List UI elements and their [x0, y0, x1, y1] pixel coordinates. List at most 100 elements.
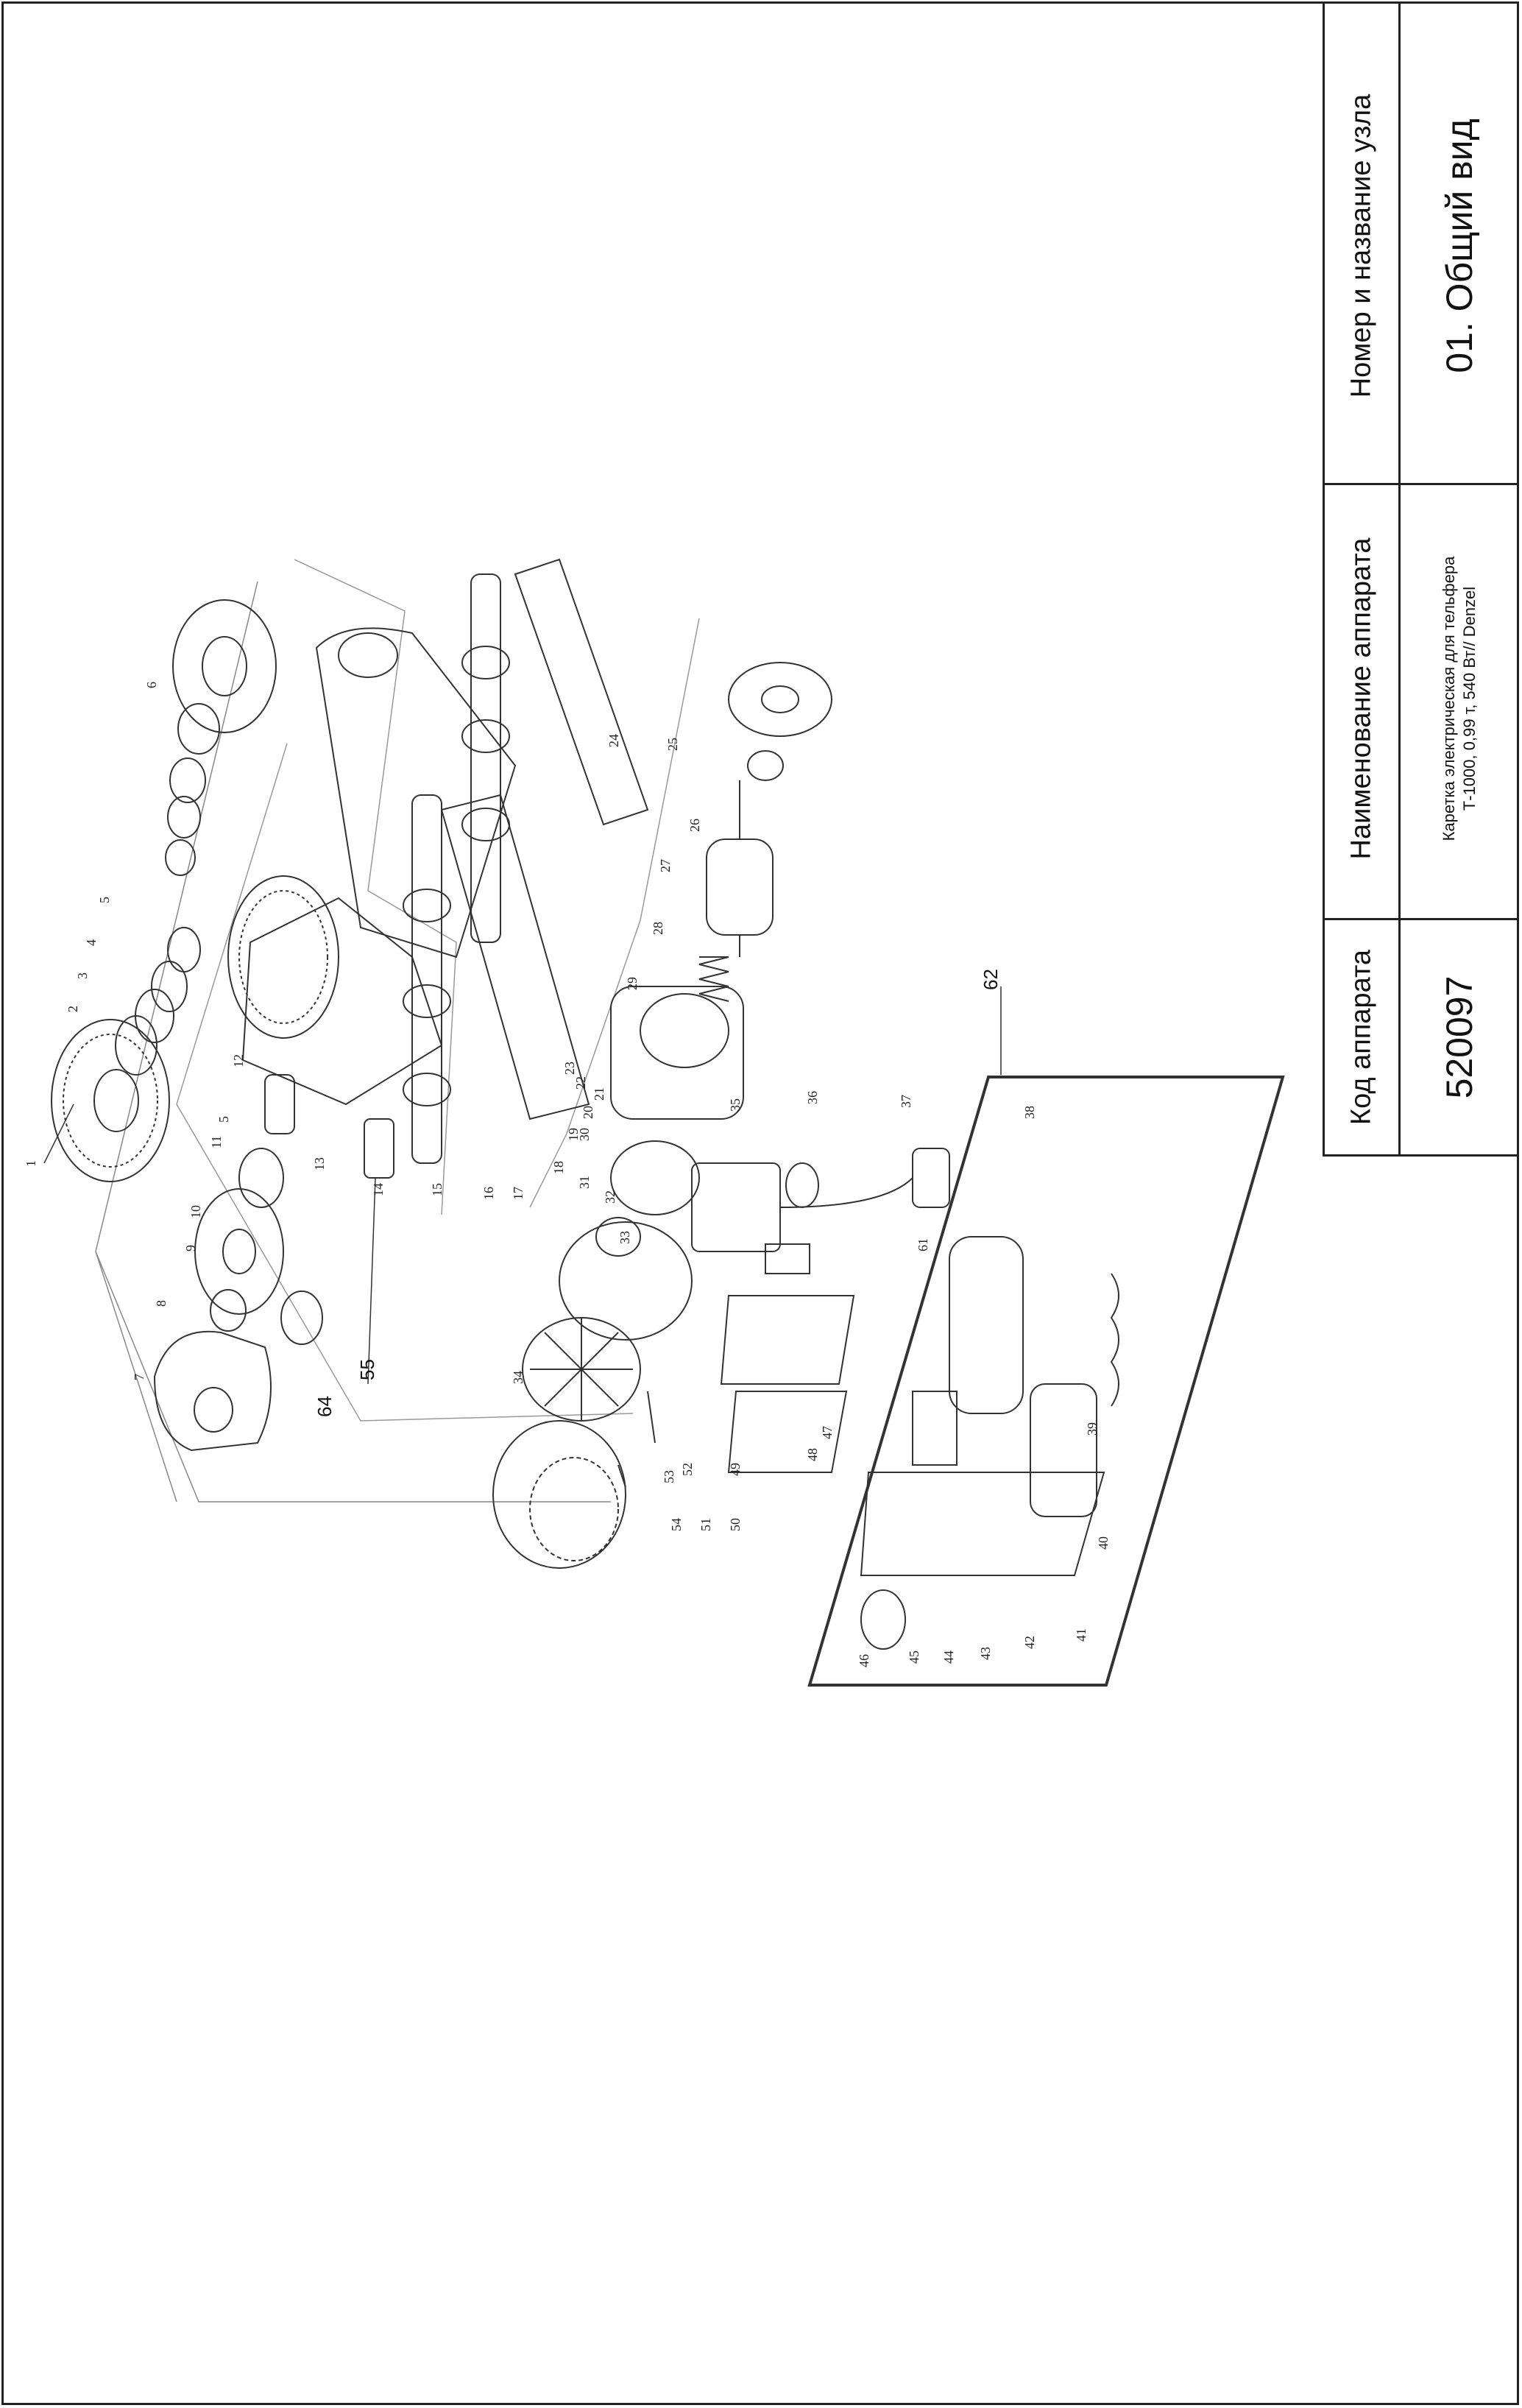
- part-number-label: 40: [1096, 1536, 1111, 1550]
- part-number-label: 43: [978, 1647, 993, 1660]
- guide-plane: [95, 581, 611, 1503]
- side-plate: [315, 627, 517, 958]
- part-number-label: 61: [916, 1238, 930, 1251]
- part-number-label: 4: [84, 939, 99, 946]
- part-number-label: 48: [805, 1448, 820, 1461]
- screws: [617, 1391, 656, 1488]
- part-number-label: 29: [625, 977, 640, 990]
- part-number-label: 28: [651, 922, 665, 935]
- part-number-label: 5: [97, 897, 112, 903]
- title-block-row-divider: [1325, 483, 1518, 485]
- title-block-row-divider: [1325, 918, 1518, 920]
- part-number-label: 30: [577, 1128, 592, 1141]
- part-number-label: 21: [592, 1087, 606, 1101]
- spring-part-28: [698, 956, 729, 1002]
- terminal-lid: [720, 1295, 855, 1473]
- part-number-label: 52: [680, 1463, 695, 1476]
- part-number-label: 55: [356, 1359, 378, 1380]
- fan-cover-part-34: [492, 1420, 626, 1569]
- terminal-block-part-48: [765, 1243, 810, 1274]
- part-number-label: 8: [154, 1300, 169, 1307]
- part-number-label: 13: [312, 1157, 327, 1171]
- part-number-label: 26: [687, 819, 702, 832]
- part-number-label: 31: [577, 1176, 592, 1189]
- part-number-label: 45: [907, 1650, 921, 1664]
- part-number-label: 42: [1022, 1636, 1037, 1649]
- part-number-label: 35: [728, 1098, 743, 1112]
- flange-part-25: [728, 662, 832, 737]
- part-number-label: 24: [606, 734, 621, 747]
- part-number-label: 62: [980, 969, 1002, 990]
- guide-plane: [95, 1251, 177, 1503]
- part-number-label: 18: [551, 1161, 566, 1174]
- junction-box-part-35: [691, 1162, 781, 1252]
- part-number-label: 19: [566, 1128, 581, 1141]
- part-number-label: 49: [728, 1463, 743, 1476]
- title-block: Код аппарата 520097 Наименование аппарат…: [1323, 3, 1518, 1157]
- bearing-shield-part-30: [610, 1140, 700, 1215]
- shaft-part-12: [264, 1074, 295, 1134]
- part-number-label: 33: [617, 1231, 632, 1244]
- part-number-label: 15: [430, 1183, 445, 1196]
- cover-part-6: [165, 599, 277, 876]
- bracket-part-14: [364, 1118, 394, 1179]
- part-number-label: 5: [216, 1116, 231, 1123]
- part-number-label: 25: [665, 738, 680, 751]
- part-number-label: 36: [805, 1091, 820, 1104]
- bearing-part-11: [238, 1148, 284, 1208]
- control-pendant-box-62[interactable]: [807, 1076, 1285, 1687]
- part-number-label: 2: [66, 1006, 80, 1012]
- guide-plane: [176, 743, 634, 1422]
- guide-plane: [529, 618, 700, 1208]
- rail-part-17: [440, 794, 590, 1120]
- stator-part-29: [610, 986, 744, 1120]
- part-number-label: 64: [314, 1396, 336, 1417]
- gear-part-9: [194, 1188, 284, 1315]
- leader-lines: [43, 986, 1002, 1385]
- part-number-label: 10: [188, 1205, 203, 1218]
- part-number-label: 50: [728, 1518, 743, 1531]
- part-number-label: 17: [511, 1187, 525, 1200]
- part-number-label: 11: [209, 1136, 224, 1148]
- part-number-label: 34: [511, 1371, 525, 1384]
- gland-part-36: [785, 1162, 819, 1208]
- part-number-label: 22: [573, 1076, 588, 1090]
- part-number-label: 23: [562, 1062, 577, 1075]
- part-number-label: 46: [857, 1654, 871, 1667]
- part-number-label: 1: [24, 1160, 38, 1167]
- part-number-label: 53: [662, 1470, 676, 1483]
- part-number-label: 47: [820, 1426, 835, 1439]
- part-number-label: 54: [669, 1518, 684, 1531]
- plug-part-37: [779, 1148, 950, 1208]
- part-number-label: 44: [941, 1650, 956, 1664]
- part-number-label: 37: [899, 1095, 913, 1108]
- shaft-assembly: [403, 573, 510, 1164]
- part-number-label: 6: [144, 682, 159, 688]
- bearing-part-8: [210, 1289, 247, 1332]
- part-number-label: 32: [603, 1190, 617, 1204]
- pinion-part-64: [280, 1290, 323, 1345]
- part-number-label: 27: [658, 859, 673, 872]
- rail-part-24: [514, 558, 649, 826]
- part-number-label: 51: [698, 1518, 713, 1531]
- bearing-part-26: [747, 750, 784, 781]
- gear-part-1: [51, 1019, 170, 1182]
- bearing-stack: [115, 927, 201, 1076]
- gear-part-32: [559, 1217, 693, 1341]
- guide-plane: [294, 559, 457, 1215]
- fan-part-33: [522, 1317, 641, 1422]
- part-number-label: 16: [481, 1187, 496, 1200]
- part-number-label: 12: [231, 1054, 246, 1067]
- part-number-label: 38: [1022, 1106, 1037, 1119]
- part-number-label: 39: [1085, 1422, 1100, 1436]
- part-number-label: 9: [183, 1245, 198, 1251]
- part-number-label: 14: [371, 1183, 386, 1196]
- part-number-label: 7: [132, 1374, 146, 1380]
- housing-part-7: [153, 1330, 272, 1452]
- title-block-divider: [1398, 3, 1401, 1154]
- part-number-label: 20: [581, 1106, 595, 1119]
- part-number-label: 41: [1074, 1628, 1089, 1642]
- part-number-label: 3: [75, 972, 90, 979]
